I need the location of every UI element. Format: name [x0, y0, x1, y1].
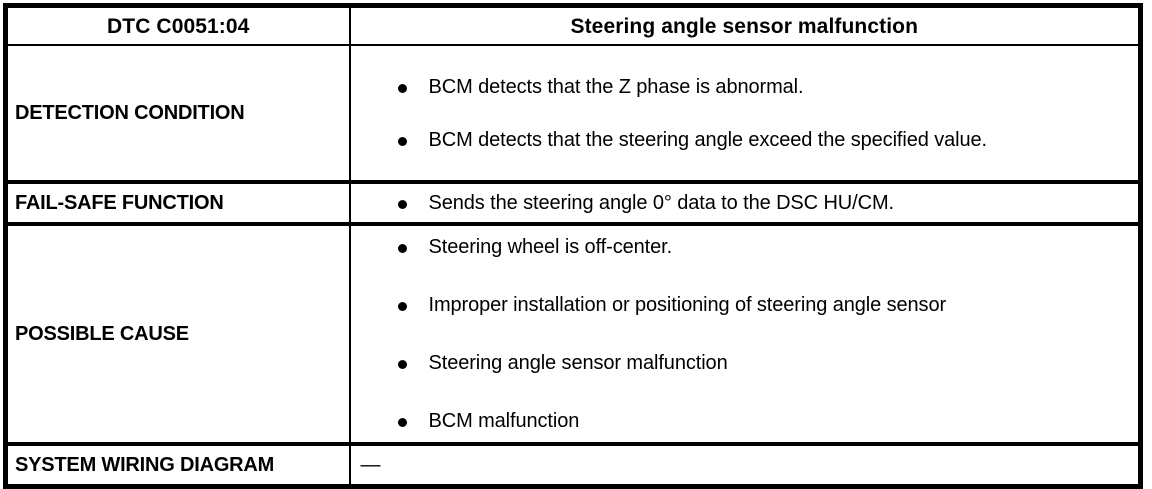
list-item: Improper installation or positioning of … — [397, 292, 1125, 318]
possible-cause-label: POSSIBLE CAUSE — [15, 322, 189, 345]
list-item: Steering angle sensor malfunction — [397, 350, 1125, 376]
dtc-diagnostic-table: DTC C0051:04 Steering angle sensor malfu… — [3, 3, 1143, 489]
table-header-row: DTC C0051:04 Steering angle sensor malfu… — [5, 5, 1141, 46]
fail-safe-function-bullet-list: Sends the steering angle 0° data to the … — [351, 190, 1139, 216]
fail-safe-function-label: FAIL-SAFE FUNCTION — [15, 191, 224, 214]
detection-condition-bullet-list: BCM detects that the Z phase is abnormal… — [351, 74, 1139, 153]
dtc-description-text: Steering angle sensor malfunction — [570, 14, 919, 38]
system-wiring-diagram-value: — — [360, 454, 381, 476]
possible-cause-bullet-list: Steering wheel is off-center. Improper i… — [351, 234, 1139, 434]
fail-safe-function-value-cell: Sends the steering angle 0° data to the … — [349, 182, 1141, 226]
detection-condition-label: DETECTION CONDITION — [15, 101, 245, 124]
dtc-description-cell: Steering angle sensor malfunction — [349, 5, 1141, 46]
list-item: BCM detects that the steering angle exce… — [397, 127, 1125, 153]
detection-condition-label-cell: DETECTION CONDITION — [5, 45, 351, 184]
table-row-detection-condition: DETECTION CONDITION BCM detects that the… — [5, 45, 1141, 184]
possible-cause-value-cell: Steering wheel is off-center. Improper i… — [349, 224, 1141, 446]
table-row-fail-safe-function: FAIL-SAFE FUNCTION Sends the steering an… — [5, 182, 1141, 226]
list-item-text: Steering wheel is off-center. — [428, 236, 673, 258]
list-item-text: Steering angle sensor malfunction — [428, 352, 728, 374]
list-item-text: Improper installation or positioning of … — [428, 294, 947, 316]
document-page: DTC C0051:04 Steering angle sensor malfu… — [3, 3, 1143, 489]
list-item-text: BCM detects that the steering angle exce… — [428, 128, 988, 151]
bullet-dot-icon — [397, 244, 407, 254]
fail-safe-function-label-cell: FAIL-SAFE FUNCTION — [5, 182, 351, 226]
system-wiring-diagram-label-cell: SYSTEM WIRING DIAGRAM — [5, 444, 351, 487]
bullet-dot-icon — [397, 200, 407, 210]
bullet-dot-icon — [397, 418, 407, 428]
bullet-dot-icon — [397, 302, 407, 312]
list-item-text: Sends the steering angle 0° data to the … — [428, 192, 895, 214]
list-item: Sends the steering angle 0° data to the … — [397, 190, 1125, 216]
detection-condition-value-cell: BCM detects that the Z phase is abnormal… — [349, 45, 1141, 184]
bullet-dot-icon — [397, 360, 407, 370]
dtc-code-text: DTC C0051:04 — [107, 14, 250, 38]
dtc-code-cell: DTC C0051:04 — [5, 5, 351, 46]
bullet-dot-icon — [397, 136, 407, 146]
list-item-text: BCM detects that the Z phase is abnormal… — [428, 75, 804, 98]
system-wiring-diagram-label: SYSTEM WIRING DIAGRAM — [15, 453, 275, 476]
list-item-text: BCM malfunction — [428, 410, 580, 432]
list-item: Steering wheel is off-center. — [397, 234, 1125, 260]
table-row-system-wiring-diagram: SYSTEM WIRING DIAGRAM — — [5, 444, 1141, 487]
bullet-dot-icon — [397, 83, 407, 93]
possible-cause-label-cell: POSSIBLE CAUSE — [5, 224, 351, 446]
list-item: BCM detects that the Z phase is abnormal… — [397, 74, 1125, 100]
list-item: BCM malfunction — [397, 408, 1125, 434]
table-row-possible-cause: POSSIBLE CAUSE Steering wheel is off-cen… — [5, 224, 1141, 446]
system-wiring-diagram-value-cell: — — [349, 444, 1141, 487]
